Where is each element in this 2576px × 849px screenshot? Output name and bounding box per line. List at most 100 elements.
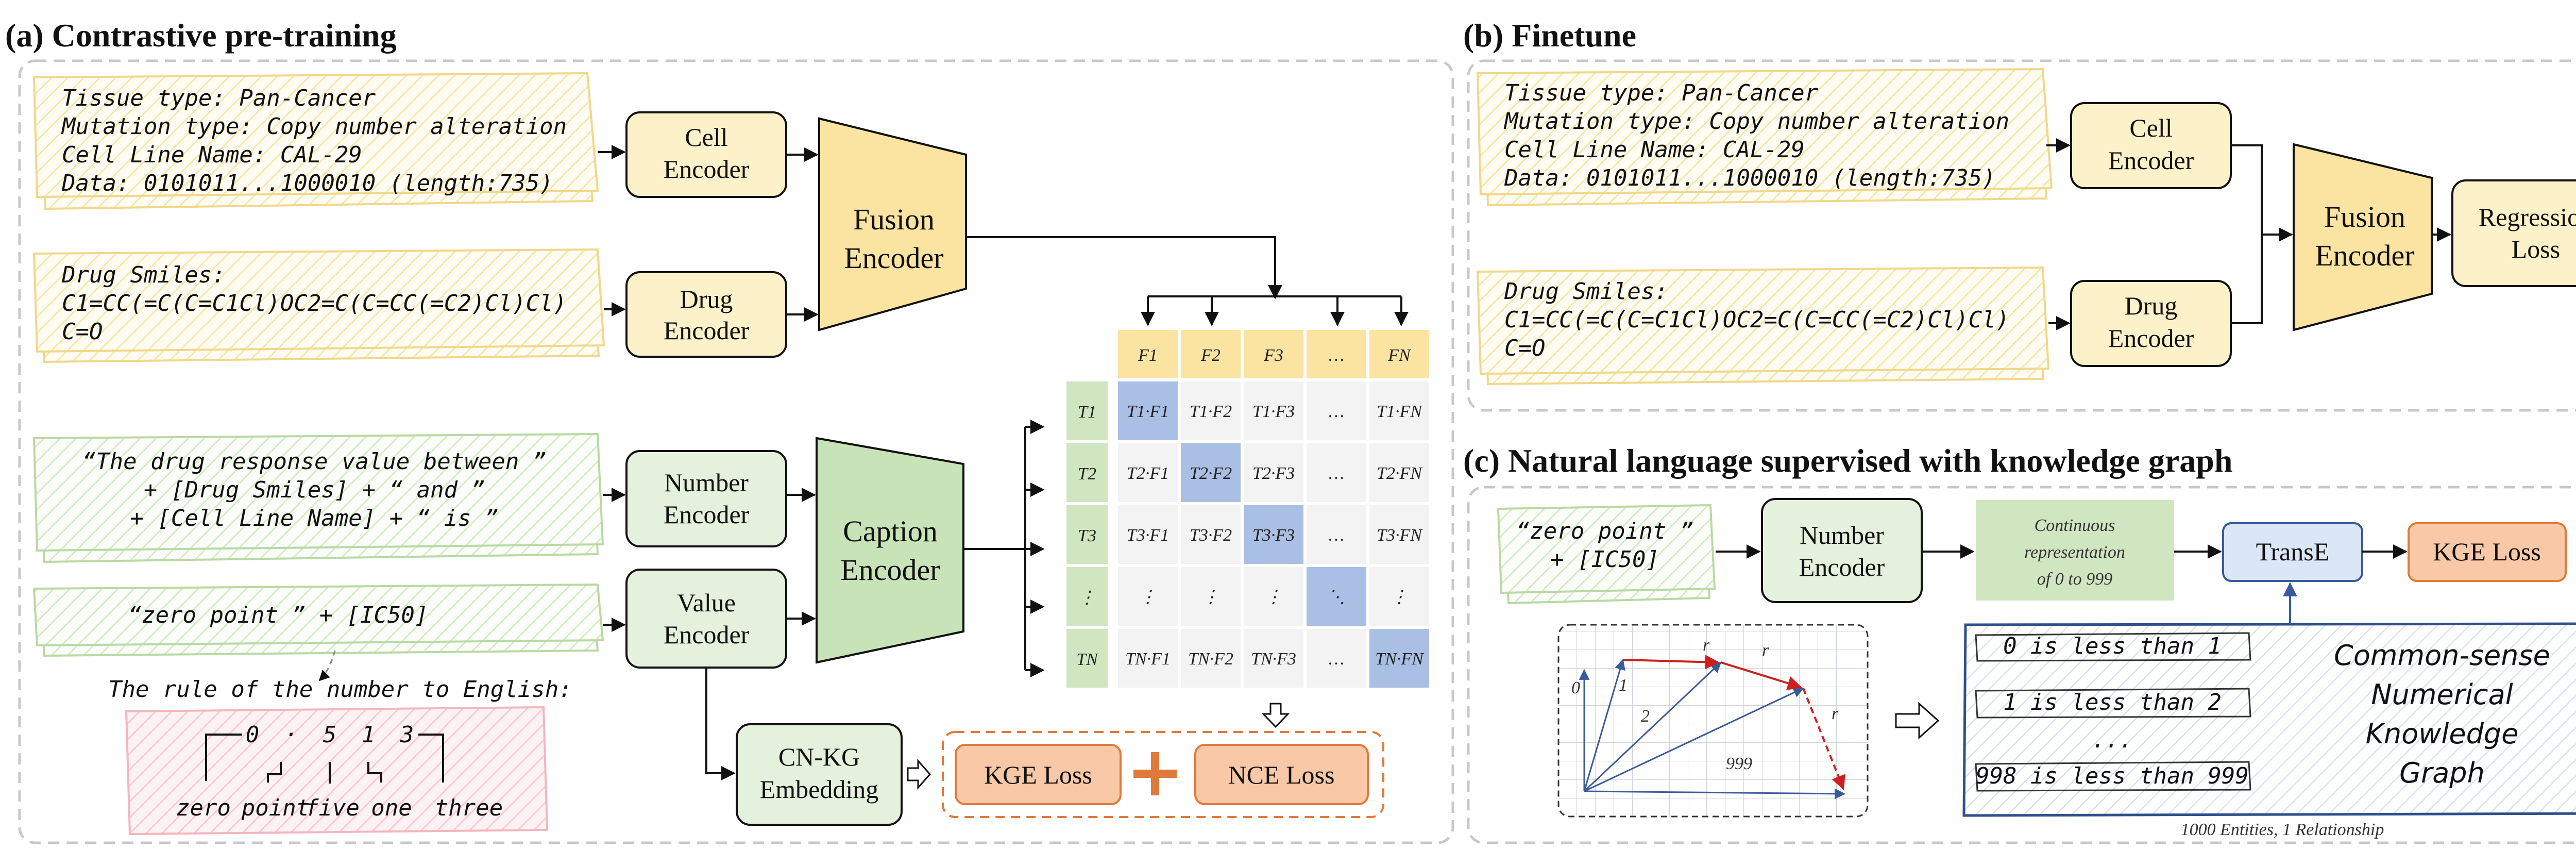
panel-a-frame xyxy=(18,59,1454,844)
nce-loss-label: NCE Loss xyxy=(1228,760,1335,789)
ft-cell-encoder-box: Cell Encoder xyxy=(2070,102,2232,189)
ft-drug-encoder-box: Drug Encoder xyxy=(2070,280,2232,367)
matrix-diagonal-cell xyxy=(1307,567,1366,626)
fusion-encoder-label-2: Encoder xyxy=(844,241,943,275)
relation-label-3: r xyxy=(1832,704,1839,723)
rule-digit-3: 3 xyxy=(400,722,414,748)
continuous-representation-box: Continuous representation of 0 to 999 xyxy=(1976,500,2174,601)
matrix-cell xyxy=(1118,443,1178,502)
kg-title-2: Numerical xyxy=(2371,678,2513,711)
matrix-row-label: T3 xyxy=(1078,526,1096,545)
ft-drug-line3: C=O xyxy=(1504,335,1545,361)
cell-info-line4: Data: 0101011...1000010 (length:735) xyxy=(61,170,553,196)
panel-c-title: (c) Natural language supervised with kno… xyxy=(1463,442,2232,479)
matrix-down-arrow xyxy=(1261,703,1290,728)
matrix-cell-label: T1·F2 xyxy=(1190,402,1232,421)
continuous-label-2: representation xyxy=(2024,543,2125,562)
matrix-cell-label: T3·F2 xyxy=(1190,526,1232,545)
matrix-cell-label: TN·F1 xyxy=(1125,650,1171,669)
drug-encoder-label-2: Encoder xyxy=(664,316,750,345)
matrix-row-label: T2 xyxy=(1078,464,1096,484)
vector-label-0: 0 xyxy=(1571,678,1580,697)
value-encoder-box: Value Encoder xyxy=(625,569,787,669)
c-input-line1: “zero point ” xyxy=(1516,518,1693,544)
cnkg-label-2: Embedding xyxy=(760,775,879,804)
matrix-cell-label: … xyxy=(1329,526,1344,545)
matrix-cell-label: T1·FN xyxy=(1377,402,1423,421)
cell-encoder-box: Cell Encoder xyxy=(625,111,787,198)
ft-encoder-merge-line xyxy=(2231,144,2263,324)
matrix-cell-label: T2·FN xyxy=(1377,464,1423,483)
plus-sign xyxy=(1133,752,1177,795)
relation-label-1: r xyxy=(1703,636,1710,655)
arrow-fusion-to-features xyxy=(966,236,1282,299)
matrix-cell xyxy=(1307,505,1366,564)
cell-info-line2: Mutation type: Copy number alteration xyxy=(61,113,567,140)
relation-label-2: r xyxy=(1762,641,1769,660)
rule-word-zero: zero xyxy=(176,795,231,821)
matrix-cell xyxy=(1307,381,1366,440)
matrix-col-label: FN xyxy=(1387,346,1412,365)
vector-label-1: 1 xyxy=(1619,676,1628,695)
caption-line2: + [Drug Smiles] + “ and ” xyxy=(144,477,485,503)
kg-note: 1000 Entities, 1 Relationship xyxy=(2181,820,2384,839)
matrix-diagonal-cell xyxy=(1244,505,1303,564)
cell-info-line3: Cell Line Name: CAL-29 xyxy=(62,142,362,168)
regression-loss-box: Regression Loss xyxy=(2451,179,2576,287)
c-input-card: “zero point ” + [IC50] xyxy=(1497,504,1716,605)
finetune-cell-info-card: Tissue type: Pan-Cancer Mutation type: C… xyxy=(1476,68,2053,207)
vector-label-2: 2 xyxy=(1641,707,1650,726)
arrow-value-to-rule xyxy=(318,650,336,681)
matrix-cell-label: ⋱ xyxy=(1328,588,1345,607)
matrix-row-label: TN xyxy=(1076,650,1099,669)
matrix-cell-label: T3·F1 xyxy=(1127,526,1169,545)
matrix-cell xyxy=(1181,567,1241,626)
kg-item-ellipsis: ... xyxy=(2092,727,2132,753)
rule-word-one: one xyxy=(371,795,412,821)
number-encoder-label-1: Number xyxy=(664,468,749,497)
c-number-encoder-box: Number Encoder xyxy=(1761,498,1923,603)
continuous-label-3: of 0 to 999 xyxy=(2037,570,2112,589)
matrix-col-label: F2 xyxy=(1200,346,1221,365)
kg-item-1: 0 is less than 1 xyxy=(2003,633,2222,659)
matrix-row-header xyxy=(1066,443,1108,502)
arrow-value-to-cnkg xyxy=(705,668,736,780)
knowledge-graph-box: 0 is less than 1 1 is less than 2 ... 99… xyxy=(1962,622,2576,817)
matrix-cell xyxy=(1307,629,1366,688)
number-encoder-box: Number Encoder xyxy=(625,450,787,547)
ft-fusion-encoder-box: Fusion Encoder xyxy=(2293,143,2433,331)
c-number-encoder-label-1: Number xyxy=(1800,521,1884,550)
transe-label: TransE xyxy=(2256,537,2330,566)
matrix-cell xyxy=(1181,381,1241,440)
matrix-col-label: F3 xyxy=(1263,346,1283,365)
vector-label-999: 999 xyxy=(1726,754,1752,773)
matrix-col-header xyxy=(1118,330,1178,378)
ft-fusion-label-1: Fusion xyxy=(2324,200,2405,234)
c-input-line2: + [IC50] xyxy=(1550,546,1659,573)
ft-drug-encoder-label-1: Drug xyxy=(2125,291,2178,320)
matrix-row-header xyxy=(1066,505,1108,564)
kg-title-4: Graph xyxy=(2399,757,2485,789)
ft-cell-line2: Mutation type: Copy number alteration xyxy=(1503,108,2009,135)
caption-template-card: “The drug response value between ” + [Dr… xyxy=(32,432,604,563)
drug-info-line1: Drug Smiles: xyxy=(61,262,226,288)
rule-word-three: three xyxy=(435,795,503,821)
matrix-cell-label: T2·F3 xyxy=(1252,464,1295,483)
kg-item-2: 1 is less than 2 xyxy=(2003,689,2222,715)
rule-digit-5: 5 xyxy=(323,722,337,748)
kge-loss-label-a: KGE Loss xyxy=(984,760,1092,789)
matrix-col-label: F1 xyxy=(1138,346,1158,365)
number-encoder-label-2: Encoder xyxy=(664,500,750,529)
matrix-cell-label: … xyxy=(1329,402,1344,421)
ft-cell-line4: Data: 0101011...1000010 (length:735) xyxy=(1504,165,1996,191)
caption-line3: + [Cell Line Name] + “ is ” xyxy=(130,505,498,531)
matrix-cell xyxy=(1244,629,1303,688)
grid-to-kg-arrow xyxy=(1895,702,1940,740)
caption-encoder-label-1: Caption xyxy=(843,514,938,548)
kge-loss-box-a: KGE Loss xyxy=(955,744,1122,805)
panel-c-frame xyxy=(1467,486,2576,844)
matrix-col-header xyxy=(1181,330,1241,378)
number-rule-card: 0 · 5 1 3 zero point five one three xyxy=(125,706,549,836)
matrix-cell xyxy=(1118,629,1178,688)
